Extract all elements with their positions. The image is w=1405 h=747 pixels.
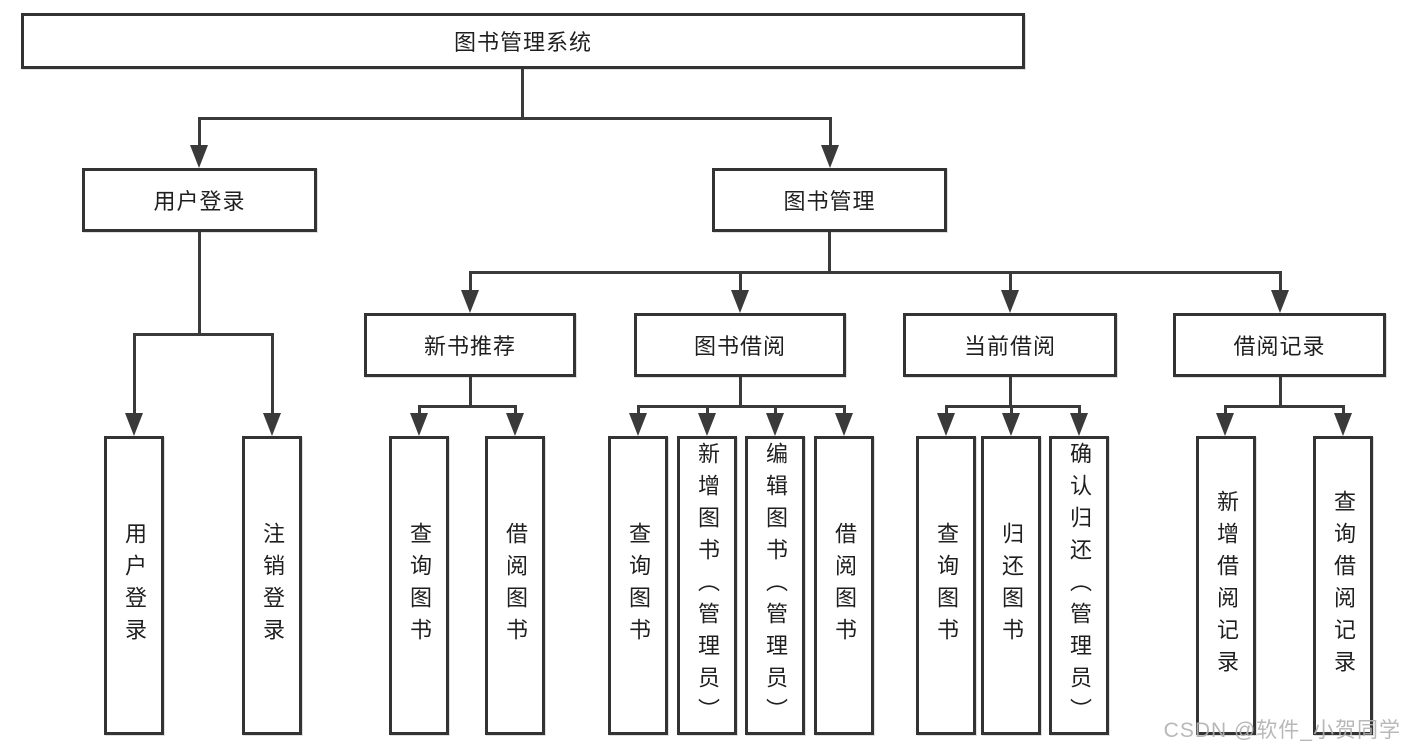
connector-vline: [270, 334, 274, 418]
arrowhead-down-icon: [461, 290, 479, 313]
node-label: 当前借阅: [963, 334, 1056, 359]
arrowhead-down-icon: [821, 145, 839, 168]
connector-vline: [197, 232, 201, 336]
arrowhead-down-icon: [506, 413, 524, 436]
connector-hline: [944, 404, 1081, 408]
leaf-user-login: 用户登录: [104, 436, 164, 735]
leaf-add-borrow-record: 新增借阅记录: [1196, 436, 1256, 735]
node-user-login-branch: 用户登录: [82, 168, 317, 232]
leaf-label: 注销登录: [260, 521, 285, 650]
leaf-return-books: 归还图书: [981, 436, 1041, 735]
node-root-label: 图书管理系统: [453, 30, 592, 55]
arrowhead-down-icon: [125, 413, 143, 436]
leaf-query-books-recommend: 查询图书: [389, 436, 449, 735]
connector-hline: [417, 404, 517, 408]
connector-vline: [738, 377, 742, 408]
arrowhead-down-icon: [1002, 413, 1020, 436]
leaf-label: 借阅图书: [832, 521, 857, 650]
node-label: 图书管理: [783, 189, 876, 214]
leaf-label: 新增借阅记录: [1214, 489, 1239, 682]
arrowhead-down-icon: [629, 413, 647, 436]
connector-hline: [1223, 404, 1345, 408]
leaf-label: 查询借阅记录: [1331, 489, 1356, 682]
node-book-management-branch: 图书管理: [712, 168, 947, 232]
connector-hline: [468, 270, 1282, 274]
leaf-label: 查询图书: [934, 521, 959, 650]
arrowhead-down-icon: [263, 413, 281, 436]
node-borrow-records: 借阅记录: [1173, 313, 1386, 377]
leaf-logout: 注销登录: [242, 436, 302, 735]
leaf-label: 用户登录: [122, 521, 147, 650]
node-root: 图书管理系统: [21, 13, 1025, 69]
leaf-label: 确认归还（管理员）: [1067, 441, 1092, 730]
arrowhead-down-icon: [835, 413, 853, 436]
leaf-label: 新增图书（管理员）: [695, 441, 720, 730]
leaf-borrow-books: 借阅图书: [814, 436, 874, 735]
leaf-label: 编辑图书（管理员）: [763, 441, 788, 730]
node-label: 图书借阅: [693, 334, 786, 359]
node-label: 借阅记录: [1233, 334, 1326, 359]
arrowhead-down-icon: [766, 413, 784, 436]
node-label: 新书推荐: [423, 334, 516, 359]
arrowhead-down-icon: [190, 145, 208, 168]
connector-vline: [1008, 272, 1012, 295]
arrowhead-down-icon: [1271, 290, 1289, 313]
connector-hline: [636, 404, 846, 408]
leaf-edit-books-admin: 编辑图书（管理员）: [745, 436, 805, 735]
node-label: 用户登录: [153, 189, 246, 214]
leaf-query-borrow-record: 查询借阅记录: [1313, 436, 1373, 735]
leaf-label: 借阅图书: [503, 521, 528, 650]
connector-vline: [1008, 377, 1012, 408]
connector-hline: [197, 116, 832, 120]
connector-hline: [132, 332, 274, 336]
connector-vline: [197, 118, 201, 150]
leaf-query-books-current: 查询图书: [916, 436, 976, 735]
arrowhead-down-icon: [1001, 290, 1019, 313]
arrowhead-down-icon: [1334, 413, 1352, 436]
arrowhead-down-icon: [1216, 413, 1234, 436]
node-new-book-recommend: 新书推荐: [364, 313, 576, 377]
leaf-confirm-return-admin: 确认归还（管理员）: [1049, 436, 1109, 735]
arrowhead-down-icon: [698, 413, 716, 436]
connector-vline: [738, 272, 742, 295]
connector-vline: [468, 377, 472, 408]
arrowhead-down-icon: [1070, 413, 1088, 436]
connector-vline: [1278, 377, 1282, 408]
connector-vline: [468, 272, 472, 295]
leaf-label: 查询图书: [626, 521, 651, 650]
connector-vline: [828, 118, 832, 150]
node-current-borrow: 当前借阅: [903, 313, 1117, 377]
connector-vline: [132, 334, 136, 418]
connector-vline: [827, 232, 831, 274]
leaf-borrow-books-recommend: 借阅图书: [485, 436, 545, 735]
connector-vline: [520, 69, 524, 120]
leaf-label: 查询图书: [407, 521, 432, 650]
leaf-query-books-borrow: 查询图书: [608, 436, 668, 735]
leaf-add-books-admin: 新增图书（管理员）: [677, 436, 737, 735]
arrowhead-down-icon: [731, 290, 749, 313]
leaf-label: 归还图书: [999, 521, 1024, 650]
connector-vline: [1278, 272, 1282, 295]
arrowhead-down-icon: [410, 413, 428, 436]
arrowhead-down-icon: [937, 413, 955, 436]
node-book-borrow: 图书借阅: [634, 313, 846, 377]
